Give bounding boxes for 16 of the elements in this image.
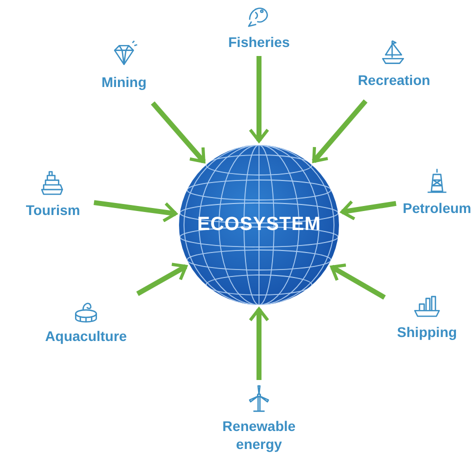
- sector-label: Petroleum: [402, 200, 472, 218]
- sector-label: Aquaculture: [45, 328, 127, 346]
- sector-label: Shipping: [397, 324, 457, 342]
- sector-label: Mining: [101, 74, 147, 92]
- arrow: [248, 56, 270, 143]
- arrow: [312, 99, 368, 163]
- sector-label: Tourism: [26, 202, 80, 220]
- arrow: [150, 101, 206, 164]
- arrow: [330, 263, 386, 300]
- sector-label: Recreation: [358, 72, 430, 90]
- arrow: [248, 307, 270, 380]
- arrow: [136, 262, 188, 296]
- arrow: [340, 200, 396, 220]
- sector-label: Renewable energy: [221, 418, 297, 453]
- arrow: [94, 200, 178, 222]
- sector-label: Fisheries: [228, 34, 290, 52]
